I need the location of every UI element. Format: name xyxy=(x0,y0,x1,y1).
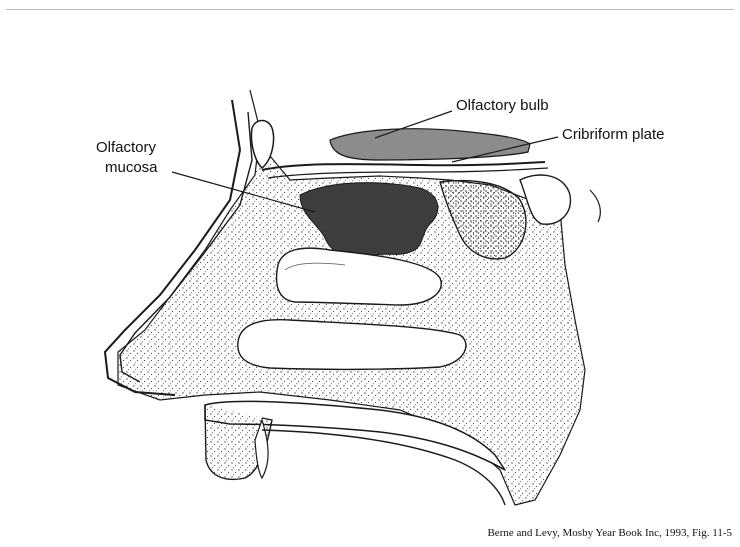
cribriform-plate-label: Cribriform plate xyxy=(562,126,665,143)
olfactory-mucosa-label-line1: Olfactory xyxy=(96,139,157,156)
figure-citation: Berne and Levy, Mosby Year Book Inc, 199… xyxy=(487,527,732,539)
olfactory-mucosa-label-line2: mucosa xyxy=(105,159,158,176)
olfactory-bulb-label: Olfactory bulb xyxy=(456,97,549,114)
olfactory-bulb-shape xyxy=(330,129,530,160)
cribriform-plate-shape xyxy=(262,162,545,170)
